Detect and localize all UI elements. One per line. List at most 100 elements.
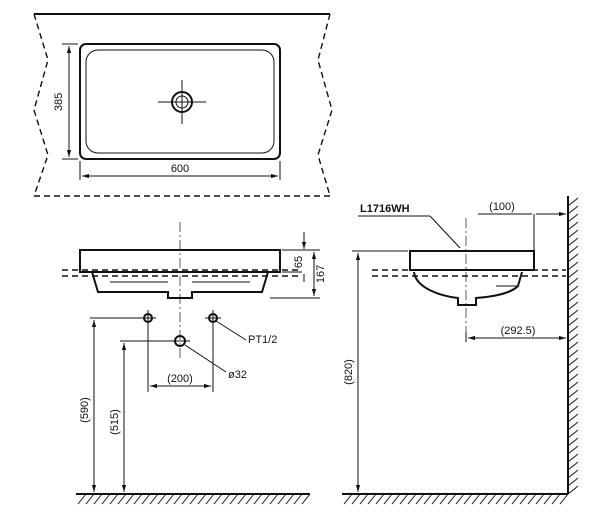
width-label: 600 [171, 163, 189, 175]
hatch-stroke [567, 245, 579, 255]
front-floor-hatch [77, 493, 311, 505]
hatch-stroke [367, 493, 377, 505]
hatch-stroke [439, 493, 449, 505]
side-body [413, 271, 523, 306]
hatch-stroke [141, 493, 151, 505]
hatch-stroke [495, 493, 505, 505]
model-label: L1716WH [360, 203, 410, 215]
hatch-stroke [503, 493, 513, 505]
hatch-stroke [567, 437, 579, 447]
hatch-stroke [455, 493, 465, 505]
hatch-stroke [399, 493, 409, 505]
hatch-stroke [567, 269, 579, 279]
hatch-stroke [567, 293, 579, 303]
counter-left-break [33, 13, 49, 197]
hatch-stroke [567, 285, 579, 295]
hatch-stroke [359, 493, 369, 505]
wall-offset-label: (100) [489, 201, 515, 213]
drain-leader [184, 344, 227, 373]
hatch-stroke [391, 493, 401, 505]
hatch-stroke [85, 493, 95, 505]
hatch-stroke [93, 493, 103, 505]
hatch-stroke [269, 493, 279, 505]
hatch-stroke [567, 333, 579, 343]
hatch-stroke [479, 493, 489, 505]
hatch-stroke [567, 373, 579, 383]
hatch-stroke [567, 485, 579, 495]
total-height-label: 167 [315, 265, 327, 283]
hatch-stroke [237, 493, 247, 505]
depth-label: 385 [53, 93, 65, 111]
hatch-stroke [567, 357, 579, 367]
supply-thread-label: PT1/2 [248, 334, 277, 346]
hatch-stroke [567, 381, 579, 391]
hatch-stroke [173, 493, 183, 505]
hatch-stroke [567, 389, 579, 399]
hatch-stroke [567, 469, 579, 479]
hatch-stroke [567, 205, 579, 215]
hatch-stroke [567, 261, 579, 271]
hatch-stroke [567, 309, 579, 319]
front-view: 65 167 PT1/2 ø32 (200) (590) (515) [62, 222, 327, 505]
side-rim [409, 250, 535, 271]
basin-body [91, 271, 269, 299]
hatch-stroke [197, 493, 207, 505]
supply-height-label: (590) [79, 397, 91, 423]
hatch-stroke [285, 493, 295, 505]
hatch-stroke [101, 493, 111, 505]
pt-leader [215, 320, 247, 341]
hatch-stroke [567, 461, 579, 471]
side-floor-hatch [343, 493, 569, 505]
hatch-stroke [567, 325, 579, 335]
hatch-stroke [157, 493, 167, 505]
hatch-stroke [463, 493, 473, 505]
hatch-stroke [567, 397, 579, 407]
hatch-stroke [567, 405, 579, 415]
hatch-stroke [567, 349, 579, 359]
hatch-stroke [423, 493, 433, 505]
hatch-stroke [205, 493, 215, 505]
hatch-stroke [213, 493, 223, 505]
hatch-stroke [535, 493, 545, 505]
hatch-stroke [527, 493, 537, 505]
hatch-stroke [277, 493, 287, 505]
hatch-stroke [181, 493, 191, 505]
hatch-stroke [543, 493, 553, 505]
hatch-stroke [567, 229, 579, 239]
hatch-stroke [149, 493, 159, 505]
drain-diameter-label: ø32 [228, 369, 247, 381]
hatch-stroke [407, 493, 417, 505]
hatch-stroke [567, 477, 579, 487]
hatch-stroke [567, 253, 579, 263]
hatch-stroke [567, 237, 579, 247]
hatch-stroke [567, 421, 579, 431]
hatch-stroke [77, 493, 87, 505]
basin-outline [79, 43, 281, 160]
hatch-stroke [471, 493, 481, 505]
hatch-stroke [431, 493, 441, 505]
hatch-stroke [189, 493, 199, 505]
counter-right-break [317, 13, 333, 197]
hatch-stroke [519, 493, 529, 505]
hatch-stroke [567, 413, 579, 423]
hatch-stroke [229, 493, 239, 505]
hatch-stroke [567, 445, 579, 455]
hatch-stroke [567, 197, 579, 207]
hatch-stroke [447, 493, 457, 505]
hatch-stroke [117, 493, 127, 505]
hatch-stroke [567, 317, 579, 327]
top-view: 385 600 [33, 13, 333, 197]
hatch-stroke [125, 493, 135, 505]
hatch-stroke [245, 493, 255, 505]
hatch-stroke [261, 493, 271, 505]
hatch-stroke [551, 493, 561, 505]
hatch-stroke [253, 493, 263, 505]
hatch-stroke [109, 493, 119, 505]
hatch-stroke [567, 277, 579, 287]
hatch-stroke [415, 493, 425, 505]
hatch-stroke [559, 493, 569, 505]
drain-height-label: (515) [109, 409, 121, 435]
rim-height-label: 65 [293, 256, 305, 268]
side-view: L1716WH (100) (292.5) (820) [342, 196, 579, 505]
